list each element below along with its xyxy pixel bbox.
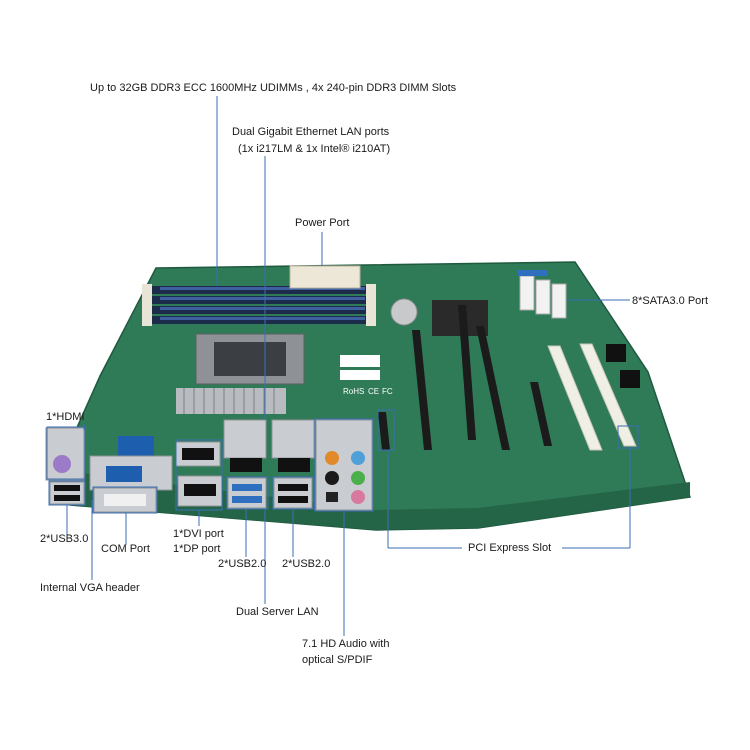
rohs-mark: RoHS [343, 387, 364, 396]
sata-port-label: 8*SATA3.0 Port [632, 295, 709, 307]
audio-jack-pink [351, 490, 365, 504]
usb20-label-left: 2*USB2.0 [218, 558, 267, 570]
vrm-heatsink [176, 388, 286, 414]
sata-ports [518, 270, 640, 388]
dvi-port-label: 1*DVI port [173, 528, 224, 540]
usb30-label: 2*USB3.0 [40, 533, 89, 545]
cmos-battery [390, 298, 418, 326]
rear-io-panel [45, 419, 373, 513]
audio-jack-black [325, 471, 339, 485]
dimm-slots-label: Up to 32GB DDR3 ECC 1600MHz UDIMMs , 4x … [90, 82, 457, 94]
internal-vga-label: Internal VGA header [40, 582, 140, 594]
audio-jack-blue [351, 451, 365, 465]
pcie-slots [378, 305, 552, 450]
optical-spdif [326, 492, 338, 502]
audio-jack-green [351, 471, 365, 485]
audio-label-line1: 7.1 HD Audio with [302, 638, 390, 650]
usb20-label-right: 2*USB2.0 [282, 558, 331, 570]
server-lan-label: Dual Server LAN [236, 606, 319, 618]
audio-jack-orange [325, 451, 339, 465]
audio-label-line2: optical S/PDIF [302, 654, 373, 666]
ps2-port [53, 455, 71, 473]
ce-mark: CE [368, 387, 379, 396]
pcb-front-edge [58, 470, 690, 530]
com-port-label: COM Port [101, 543, 150, 555]
hdmi-label: 1*HDMI [46, 411, 85, 423]
lan-ports-label-line1: Dual Gigabit Ethernet LAN ports [232, 126, 390, 138]
dp-port-label: 1*DP port [173, 543, 221, 555]
dimm-slots [142, 284, 376, 326]
fc-mark: FC [382, 387, 393, 396]
power-connector [289, 265, 361, 289]
pci-express-label: PCI Express Slot [468, 542, 552, 554]
lan-ports-label-line2: (1x i217LM & 1x Intel® i210AT) [238, 143, 391, 155]
pci-slots [547, 343, 637, 451]
power-port-label: Power Port [295, 217, 350, 229]
